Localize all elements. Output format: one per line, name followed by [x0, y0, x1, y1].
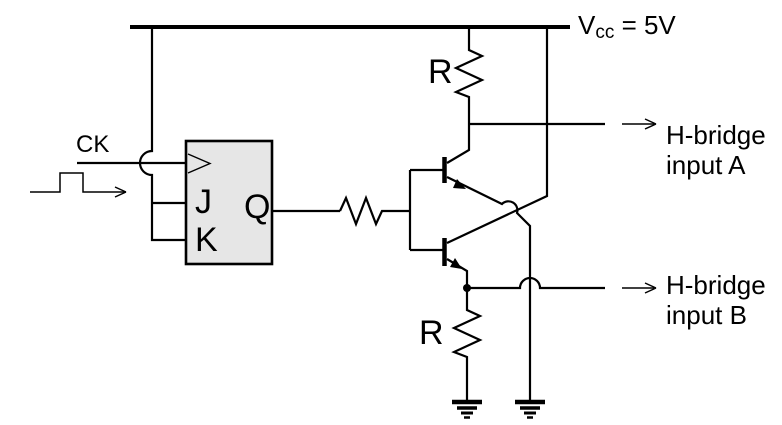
hbridge-b-line1: H-bridge — [666, 270, 766, 300]
ground-left-icon — [452, 399, 482, 419]
vcc-supply-label: Vcc = 5V — [578, 10, 676, 43]
pullup-resistor-icon — [453, 27, 485, 124]
hbridge-input-a-label: H-bridge input A — [666, 120, 766, 180]
hbridge-a-line1: H-bridge — [666, 120, 766, 150]
vcc-subscript: cc — [595, 22, 615, 43]
jk-flipflop-box — [184, 139, 274, 266]
j-input-label: J — [195, 183, 212, 221]
vcc-value: = 5V — [614, 10, 676, 40]
pulldown-resistor-label: R — [419, 314, 444, 352]
output-a-arrow-icon — [622, 118, 657, 130]
base-resistor-icon — [339, 194, 410, 228]
clock-edge-triangle-icon — [187, 153, 212, 174]
hbridge-input-b-label: H-bridge input B — [666, 270, 766, 330]
transistor-bottom-npn-icon — [442, 27, 549, 288]
k-input-label: K — [195, 221, 218, 259]
hbridge-b-line2: input B — [666, 300, 747, 330]
base-rail-wire — [408, 168, 443, 252]
pullup-resistor-label: R — [428, 53, 453, 91]
output-b-arrow-icon — [622, 282, 657, 294]
ck-label: CK — [76, 131, 110, 158]
hbridge-a-line2: input A — [666, 150, 746, 180]
vcc-prefix: V — [578, 10, 596, 40]
jk-high-tie-wire — [138, 27, 186, 242]
pulldown-resistor-icon — [451, 288, 483, 402]
clock-pulse-icon — [30, 172, 127, 198]
q-output-label: Q — [244, 188, 271, 226]
ground-right-icon — [515, 399, 545, 419]
transistor-top-npn-icon — [442, 124, 532, 402]
output-b-wire — [467, 276, 605, 290]
